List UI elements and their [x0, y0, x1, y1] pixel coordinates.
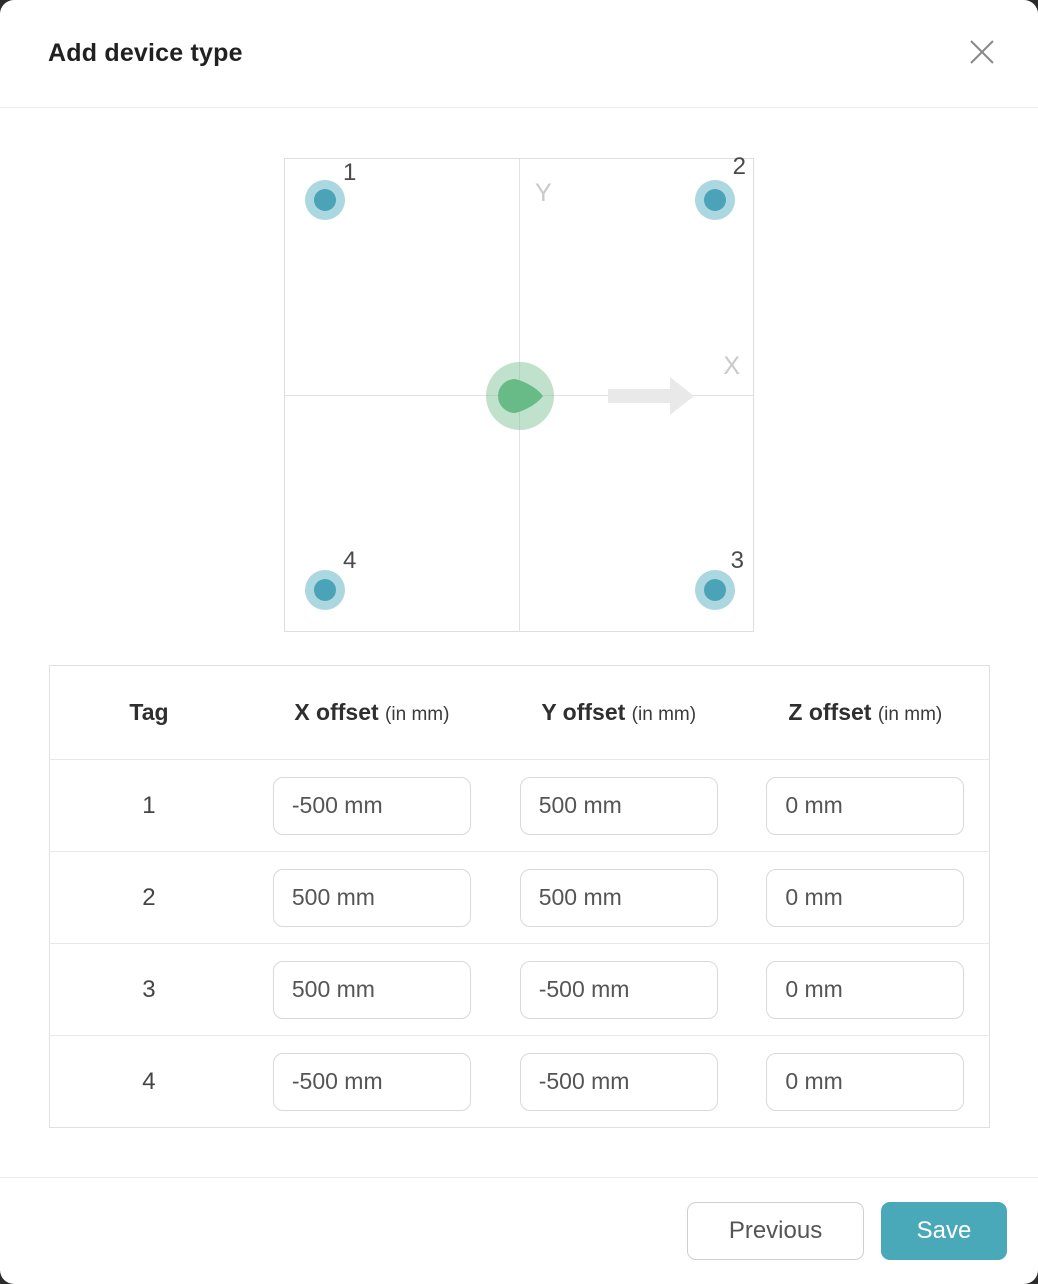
table-header-row: Tag X offset (in mm) Y offset (in mm) Z … — [49, 665, 989, 760]
tag-number: 4 — [142, 1067, 156, 1095]
tag-1-label: 1 — [343, 159, 357, 186]
tag-number: 1 — [49, 759, 249, 852]
y-offset-input-tag2[interactable] — [519, 868, 718, 927]
y-offset-input-tag4[interactable] — [519, 1052, 718, 1111]
y-offset-input-tag1[interactable] — [519, 776, 718, 835]
dialog-footer: Previous Save — [0, 1177, 1038, 1284]
tag-3-label: 3 — [730, 547, 744, 574]
y-offset-column-header: Y offset (in mm) — [495, 665, 743, 760]
offsets-table: Tag X offset (in mm) Y offset (in mm) Z … — [48, 665, 990, 1128]
tag-4-label: 4 — [343, 547, 357, 574]
table-row: 1 — [49, 759, 989, 852]
close-button[interactable] — [962, 34, 1002, 74]
device-origin-icon — [486, 362, 554, 430]
tag-number: 2 — [49, 851, 249, 944]
x-offset-input-tag2[interactable] — [272, 868, 471, 927]
z-offset-input-tag1[interactable] — [766, 776, 965, 835]
table-row: 4 — [49, 1036, 989, 1128]
save-button[interactable]: Save — [881, 1202, 1007, 1260]
y-offset-input-tag3[interactable] — [519, 960, 718, 1019]
tag-number: 3 — [49, 943, 249, 1036]
table-row: 2 — [49, 851, 989, 944]
tag-column-header: Tag — [49, 665, 249, 760]
tag-2-label: 2 — [732, 153, 746, 180]
close-icon — [969, 39, 995, 68]
y-axis-label: Y — [535, 179, 552, 207]
dialog-header: Add device type — [0, 0, 1038, 108]
tag-3-marker — [695, 570, 735, 610]
tag-1-marker — [305, 180, 345, 220]
table-row: 3 — [49, 943, 989, 1036]
tag-4-marker — [305, 570, 345, 610]
z-offset-input-tag4[interactable] — [766, 1052, 965, 1111]
x-offset-input-tag1[interactable] — [272, 776, 471, 835]
z-offset-input-tag3[interactable] — [766, 960, 965, 1019]
z-offset-column-header: Z offset (in mm) — [742, 665, 989, 760]
x-direction-arrow-icon — [608, 377, 694, 415]
x-offset-column-header: X offset (in mm) — [248, 665, 496, 760]
x-offset-input-tag3[interactable] — [272, 960, 471, 1019]
x-axis-label: X — [723, 352, 740, 380]
dialog-body: Y X 1 2 3 4 — [0, 108, 1038, 1177]
dialog-title: Add device type — [48, 39, 243, 67]
tag-placement-diagram: Y X 1 2 3 4 — [284, 153, 754, 632]
tag-2-marker — [695, 180, 735, 220]
z-offset-input-tag2[interactable] — [766, 868, 965, 927]
x-offset-input-tag4[interactable] — [272, 1052, 471, 1111]
previous-button[interactable]: Previous — [687, 1202, 864, 1260]
